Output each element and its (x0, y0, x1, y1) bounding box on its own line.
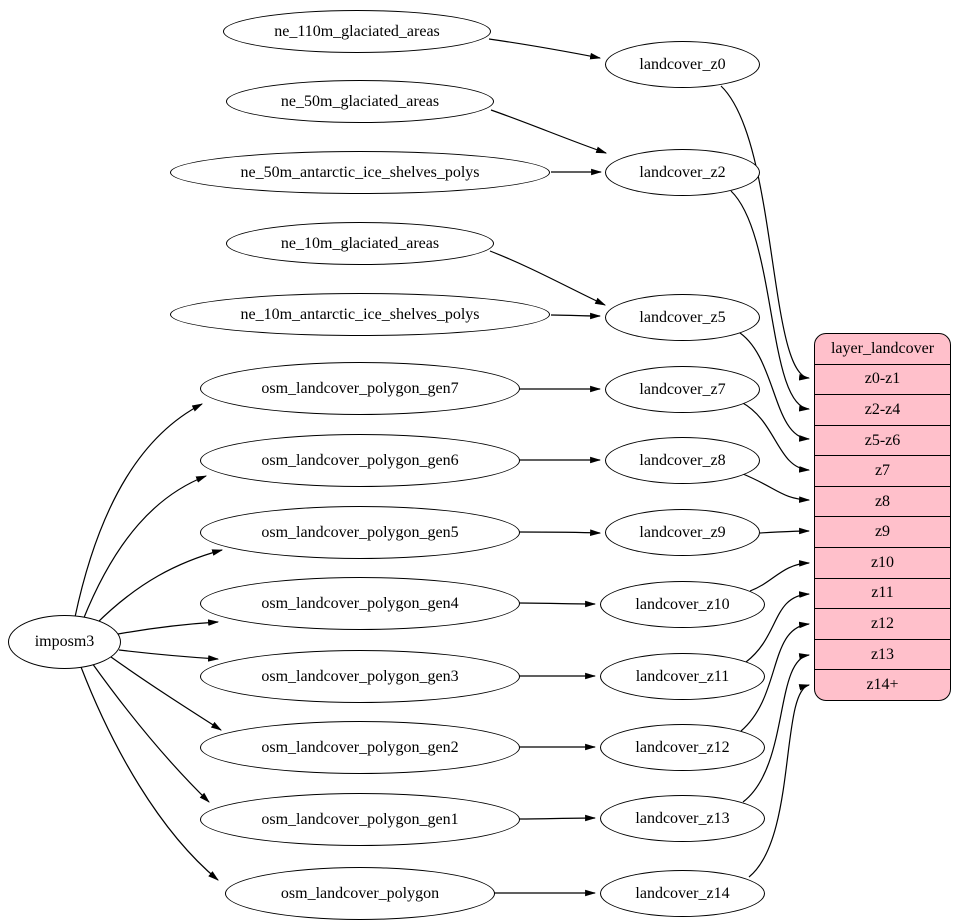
edge-imposm3-to-polygon (80, 666, 219, 881)
edge-gen4-to-z10 (518, 600, 597, 608)
node-landcover-z5: landcover_z5 (605, 294, 760, 341)
edge-ne110m-to-z0 (488, 38, 602, 60)
node-ne-50m-glaciated-areas: ne_50m_glaciated_areas (226, 80, 494, 123)
node-landcover-z12: landcover_z12 (600, 724, 765, 771)
edge-z9-to-row-z9 (759, 527, 811, 535)
edge-z12-to-row-z12 (740, 621, 811, 732)
node-landcover-z0: landcover_z0 (605, 41, 760, 88)
node-ne-110m-glaciated-areas: ne_110m_glaciated_areas (223, 10, 491, 53)
node-osm-landcover-polygon-gen4: osm_landcover_polygon_gen4 (200, 577, 520, 630)
node-osm-landcover-polygon-gen5: osm_landcover_polygon_gen5 (200, 506, 520, 559)
edge-imposm3-to-gen1 (91, 662, 210, 803)
edge-z5-to-row-z5-z6 (736, 330, 811, 442)
edge-imposm3-to-gen7 (74, 403, 203, 618)
edge-z13-to-row-z13 (742, 653, 811, 803)
edge-z7-to-row-z7 (740, 401, 811, 473)
node-landcover-z7: landcover_z7 (605, 366, 760, 413)
node-landcover-z10: landcover_z10 (600, 581, 765, 628)
edge-z8-to-row-z8 (742, 473, 811, 503)
node-landcover-z14: landcover_z14 (600, 870, 765, 917)
node-osm-landcover-polygon-gen6: osm_landcover_polygon_gen6 (200, 434, 520, 487)
node-osm-landcover-polygon-gen7: osm_landcover_polygon_gen7 (200, 362, 520, 415)
edge-imposm3-to-gen3 (118, 649, 220, 662)
edge-z10-to-row-z10 (749, 560, 811, 592)
edge-imposm3-to-gen2 (110, 656, 222, 731)
table-row-z14plus: z14+ (815, 669, 950, 700)
table-row-z0-z1: z0-z1 (815, 363, 950, 395)
layer-landcover-table: layer_landcover z0-z1 z2-z4 z5-z6 z7 z8 … (814, 333, 951, 701)
node-landcover-z9: landcover_z9 (605, 509, 760, 556)
edge-z2-to-row-z2-z4 (730, 190, 811, 412)
node-ne-10m-glaciated-areas: ne_10m_glaciated_areas (226, 222, 494, 265)
node-osm-landcover-polygon-gen1: osm_landcover_polygon_gen1 (200, 793, 520, 846)
edge-imposm3-to-gen5 (94, 549, 224, 626)
node-ne-50m-antarctic-ice-shelves-polys: ne_50m_antarctic_ice_shelves_polys (170, 151, 550, 194)
node-ne-10m-antarctic-ice-shelves-polys: ne_10m_antarctic_ice_shelves_polys (170, 293, 550, 336)
edge-ne50m-to-z2 (490, 109, 608, 154)
table-row-z12: z12 (815, 608, 950, 639)
node-landcover-z11: landcover_z11 (600, 653, 765, 700)
edge-z0-to-row-z0-z1 (720, 85, 811, 381)
node-imposm3: imposm3 (8, 615, 121, 669)
edge-z14-to-row-z14plus (748, 684, 811, 878)
node-osm-landcover-polygon-gen2: osm_landcover_polygon_gen2 (200, 721, 520, 774)
table-row-z9: z9 (815, 516, 950, 547)
edge-imposm3-to-gen6 (82, 475, 208, 621)
node-landcover-z2: landcover_z2 (605, 149, 760, 196)
edge-ne10mant-to-z5 (550, 312, 602, 320)
edge-ne10m-to-z5 (489, 250, 606, 306)
edge-gen1-to-z13 (518, 814, 597, 822)
edge-z11-to-row-z11 (745, 591, 811, 663)
node-landcover-z13: landcover_z13 (600, 795, 765, 842)
edge-gen5-to-z9 (518, 529, 602, 536)
table-row-z11: z11 (815, 577, 950, 609)
table-row-z2-z4: z2-z4 (815, 394, 950, 425)
table-row-z7: z7 (815, 455, 950, 486)
table-row-z8: z8 (815, 485, 950, 517)
table-row-z5-z6: z5-z6 (815, 424, 950, 456)
table-title: layer_landcover (830, 339, 935, 357)
node-osm-landcover-polygon: osm_landcover_polygon (225, 867, 495, 920)
node-landcover-z8: landcover_z8 (605, 437, 760, 484)
table-row-z13: z13 (815, 638, 950, 670)
table-row-z10: z10 (815, 547, 950, 578)
node-osm-landcover-polygon-gen3: osm_landcover_polygon_gen3 (200, 650, 520, 703)
edge-imposm3-to-gen4 (117, 619, 220, 635)
